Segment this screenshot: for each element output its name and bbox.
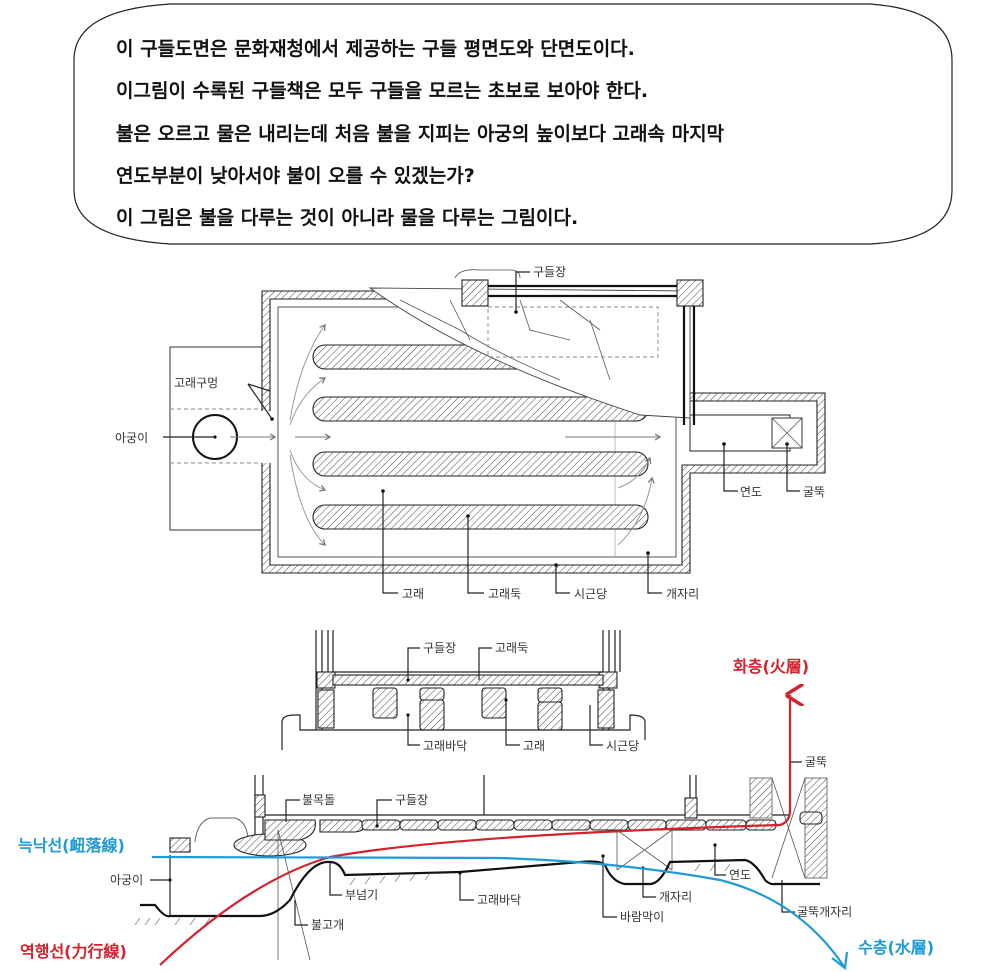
flow-arrows: [230, 323, 662, 546]
label-buneomgi: 부넘기: [345, 888, 378, 902]
pillar-left: [461, 279, 489, 307]
label-sigeundang-cross: 시근당: [606, 739, 639, 753]
label-gudeuljang-cross: 구들장: [423, 641, 456, 655]
label-goraedun-cross: 고래둑: [495, 641, 528, 655]
cross-section: 구들장 고래둑 고래바닥 고래 시근당: [281, 630, 646, 753]
label-sag-line: 늑낙선(衄落線): [18, 836, 125, 855]
label-fire-layer: 화층(火層): [733, 657, 809, 676]
label-gulttuk-plan: 굴뚝: [803, 485, 825, 499]
label-sigeundang-plan: 시근당: [574, 587, 607, 601]
sag-line: [151, 855, 846, 969]
label-goraeguumeong: 고래구멍: [174, 376, 218, 390]
label-gulttuk-gaejari: 굴뚝개자리: [797, 905, 852, 919]
label-gaejari-long: 개자리: [659, 890, 692, 904]
label-baramagi: 바람막이: [620, 910, 664, 924]
bubble-line-5: 이 그림은 불을 다루는 것이 아니라 물을 다루는 그림이다.: [116, 207, 578, 229]
label-gudeuljang-long: 구들장: [395, 793, 428, 807]
label-bulmokdol: 불목돌: [302, 793, 335, 807]
label-goraedun-plan: 고래둑: [488, 587, 521, 601]
chimney: [749, 777, 828, 879]
label-yeondo-plan: 연도: [740, 485, 762, 499]
label-gaejari-plan: 개자리: [666, 587, 699, 601]
annotation-overlay: 화층(火層) 늑낙선(衄落線) 역행선(力行線) 수층(水層): [18, 657, 934, 971]
bubble-line-3: 불은 오르고 물은 내리는데 처음 불을 지피는 아궁의 높이보다 고래속 마지…: [116, 123, 725, 145]
plan-view: 구들장 고래구멍 아궁이 연도 굴뚝 고래 고래둑 시근당 개자리: [115, 265, 826, 601]
label-yeondo-long: 연도: [729, 868, 751, 882]
bubble-line-2: 이그림이 수록된 구들책은 모두 구들을 모르는 초보로 보아야 한다.: [116, 80, 648, 102]
speech-bubble: 이 구들도면은 문화재청에서 제공하는 구들 평면도와 단면도이다. 이그림이 …: [73, 3, 953, 245]
label-water-layer: 수층(水層): [858, 938, 934, 957]
label-gudeuljang-plan: 구들장: [533, 265, 566, 279]
water-arrowhead: [831, 951, 849, 971]
bubble-line-1: 이 구들도면은 문화재청에서 제공하는 구들 평면도와 단면도이다.: [116, 38, 635, 60]
label-gorae-cross: 고래: [523, 739, 545, 753]
label-agungi-long: 아궁이: [110, 873, 143, 887]
label-agungi-plan: 아궁이: [115, 431, 148, 445]
bubble-line-4: 연도부분이 낮아서야 불이 오를 수 있겠는가?: [116, 165, 475, 187]
pillar-right: [676, 279, 704, 307]
label-bulgogae: 불고개: [311, 918, 344, 932]
label-goraebadak-long: 고래바닥: [477, 893, 521, 907]
label-goraebadak-cross: 고래바닥: [423, 739, 467, 753]
label-gulttuk-long: 굴뚝: [805, 755, 827, 769]
label-gorae-plan: 고래: [402, 587, 424, 601]
force-line: [159, 695, 790, 966]
label-force-line: 역행선(力行線): [20, 942, 127, 961]
